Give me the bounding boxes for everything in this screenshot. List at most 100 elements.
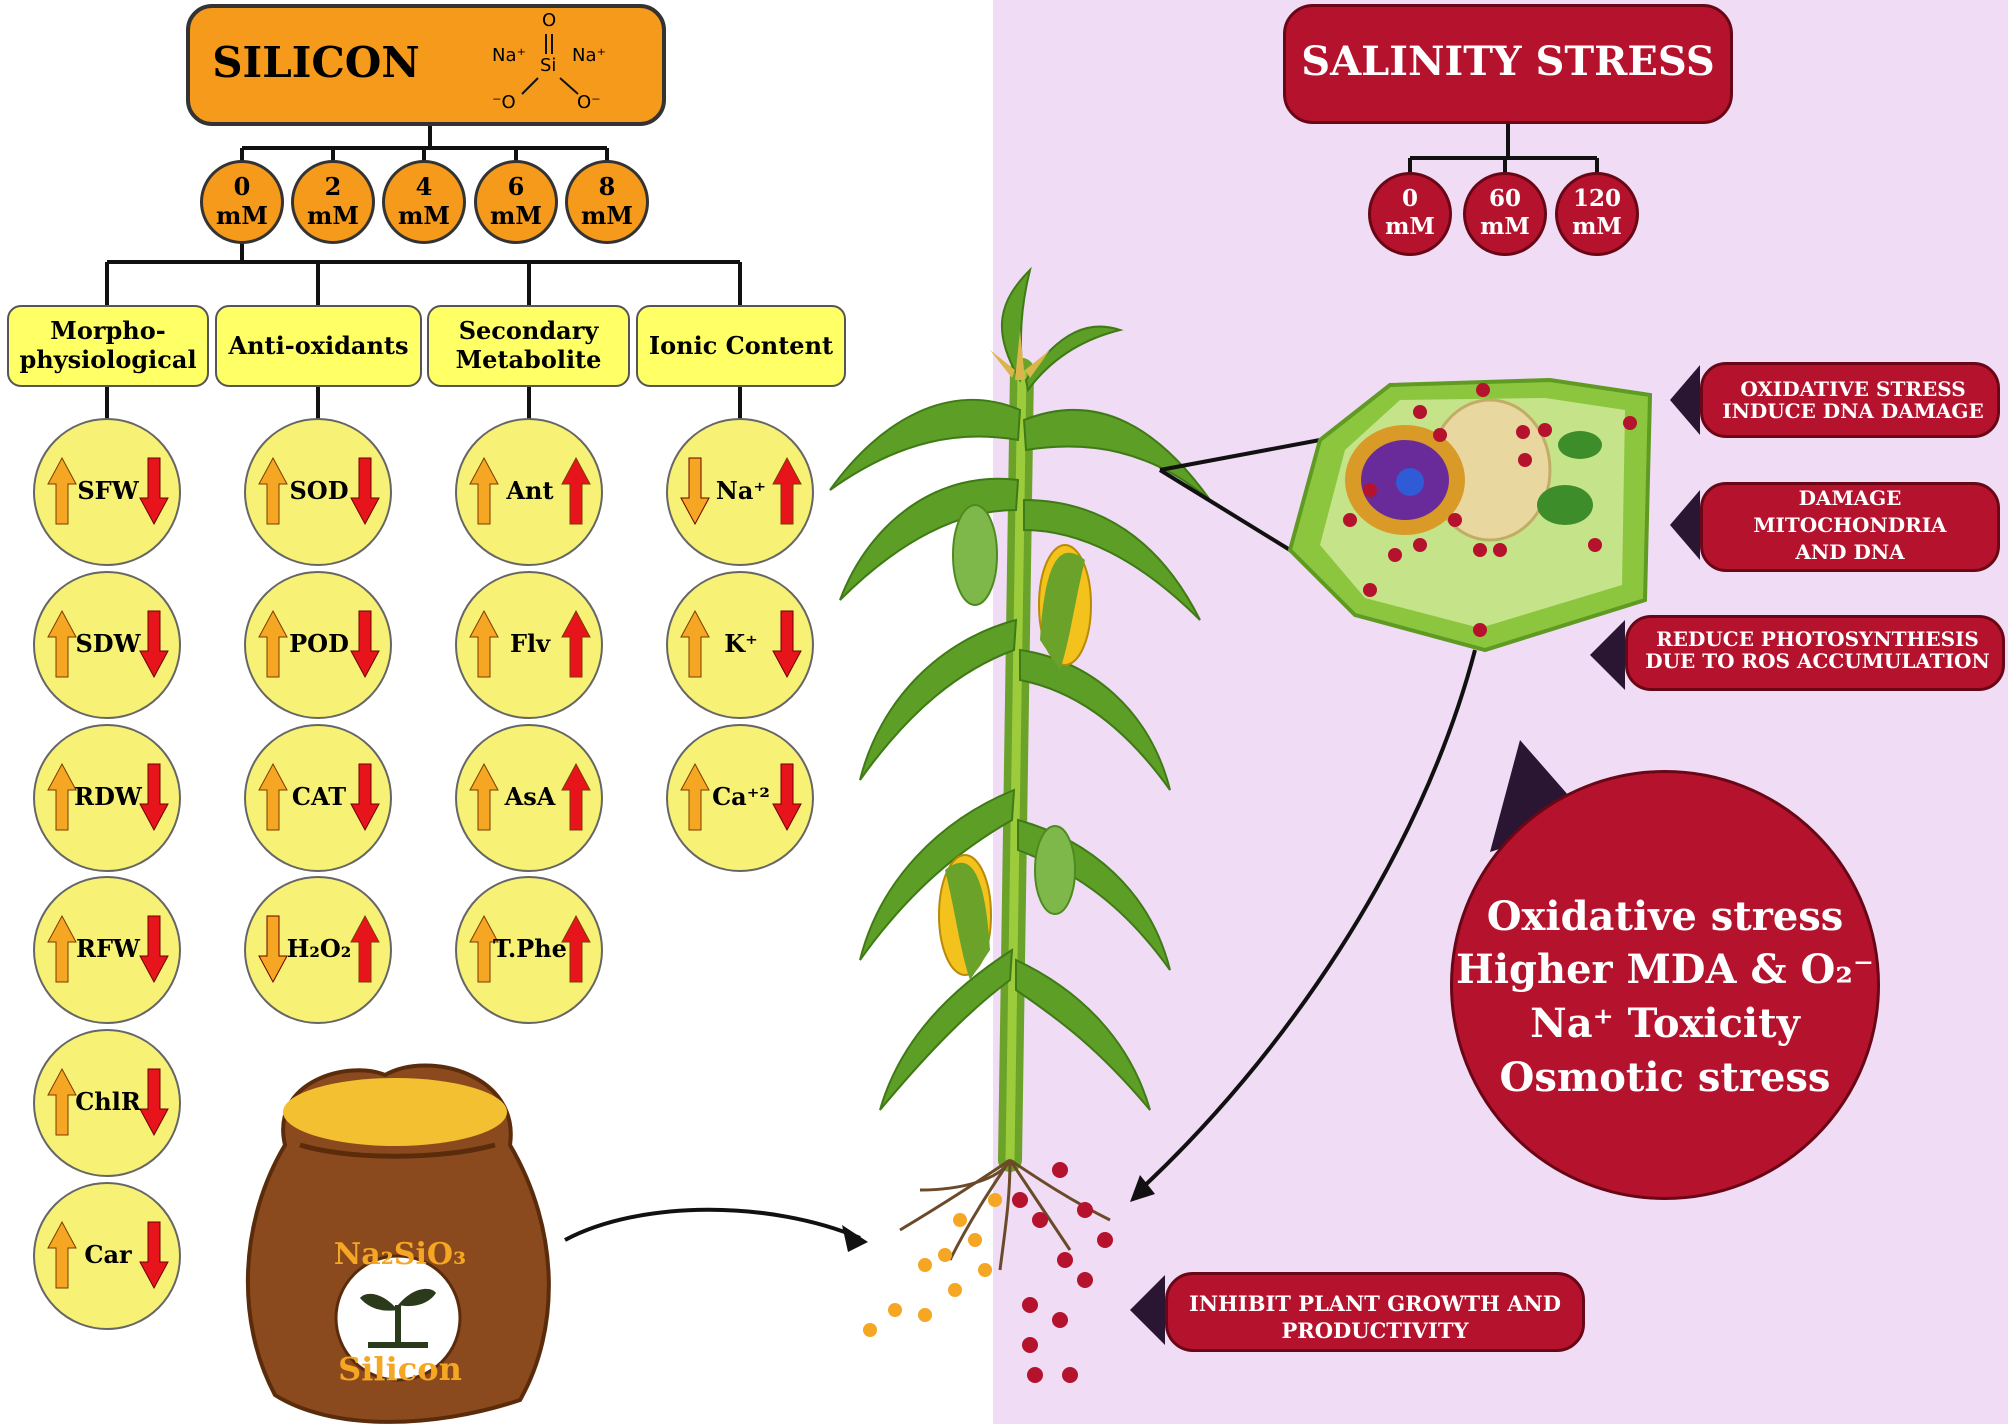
orange-up-arrow-icon (47, 456, 77, 530)
category-label: Secondary Metabolite (455, 316, 602, 374)
summary-line-na: Na⁺ Toxicity (1530, 1000, 1800, 1047)
category-box: Anti-oxidants (215, 305, 422, 387)
orange-up-arrow-icon (47, 762, 77, 836)
red-up-arrow-icon (561, 762, 591, 836)
silicon-dose-label: 4 mM (398, 172, 450, 230)
parameter-circle: Na⁺ (666, 418, 814, 566)
salinity-tree-lines (1408, 124, 1599, 174)
silicon-dose-circle: 4 mM (382, 160, 466, 244)
parameter-circle: CAT (244, 724, 392, 872)
parameter-label: Ant (506, 476, 554, 505)
parameter-label: POD (289, 629, 349, 658)
red-down-arrow-icon (139, 1067, 169, 1141)
orange-up-arrow-icon (680, 609, 710, 683)
effect-text-dna-damage: OXIDATIVE STRESS INDUCE DNA DAMAGE (1722, 377, 1984, 423)
parameter-label: RDW (74, 782, 142, 811)
maize-plant-illustration (829, 266, 1211, 1383)
silicon-bag-illustration (245, 1063, 551, 1424)
category-box: Ionic Content (636, 305, 846, 387)
red-up-arrow-icon (772, 456, 802, 530)
orange-down-arrow-icon (258, 914, 288, 988)
salt-particles (1012, 1162, 1113, 1383)
salinity-dose-circle: 60 mM (1463, 172, 1547, 256)
red-up-arrow-icon (561, 914, 591, 988)
orange-up-arrow-icon (469, 762, 499, 836)
category-box: Secondary Metabolite (427, 305, 630, 387)
orange-up-arrow-icon (469, 456, 499, 530)
orange-up-arrow-icon (47, 914, 77, 988)
silicon-header (186, 4, 666, 126)
parameter-circle: POD (244, 571, 392, 719)
parameter-circle: SDW (33, 571, 181, 719)
salinity-dose-circle: 120 mM (1555, 172, 1639, 256)
inhibit-text: INHIBIT PLANT GROWTH AND PRODUCTIVITY (1189, 1291, 1561, 1344)
silicon-dose-label: 0 mM (216, 172, 268, 230)
red-down-arrow-icon (139, 456, 169, 530)
parameter-label: AsA (504, 782, 556, 811)
orange-up-arrow-icon (47, 609, 77, 683)
red-down-arrow-icon (350, 456, 380, 530)
category-label: Ionic Content (648, 330, 834, 360)
summary-circle (1450, 770, 1880, 1200)
effect-text-mitochondria: DAMAGE MITOCHONDRIA AND DNA (1753, 486, 1947, 564)
roots (899, 1158, 1111, 1271)
parameter-label: H₂O₂ (286, 934, 352, 963)
salinity-title: SALINITY STRESS (1301, 38, 1715, 85)
parameter-circle: T.Phe (455, 876, 603, 1024)
parameter-label: SDW (75, 629, 141, 658)
orange-down-arrow-icon (680, 456, 710, 530)
red-down-arrow-icon (139, 1220, 169, 1294)
effect-text-photosynthesis: REDUCE PHOTOSYNTHESIS DUE TO ROS ACCUMUL… (1645, 627, 1990, 673)
red-down-arrow-icon (139, 762, 169, 836)
orange-up-arrow-icon (47, 1067, 77, 1141)
red-down-arrow-icon (139, 609, 169, 683)
silicon-dose-label: 8 mM (581, 172, 633, 230)
red-down-arrow-icon (772, 762, 802, 836)
orange-up-arrow-icon (258, 762, 288, 836)
bag-label: Silicon (338, 1350, 462, 1388)
parameter-label: T.Phe (493, 934, 567, 963)
parameter-label: ChlR (75, 1087, 141, 1116)
silicon-dose-circle: 0 mM (200, 160, 284, 244)
parameter-circle: Flv (455, 571, 603, 719)
parameter-circle: RDW (33, 724, 181, 872)
parameter-label: SOD (289, 476, 349, 505)
parameter-circle: SOD (244, 418, 392, 566)
orange-up-arrow-icon (258, 609, 288, 683)
effect-label-mitochondria (1700, 482, 2000, 572)
silicon-particles (863, 1193, 1002, 1337)
red-up-arrow-icon (561, 609, 591, 683)
summary-line-oxidative: Oxidative stress (1486, 893, 1844, 940)
orange-up-arrow-icon (469, 609, 499, 683)
salinity-dose-label: 0 mM (1385, 185, 1435, 240)
salinity-dose-label: 60 mM (1480, 185, 1530, 240)
red-down-arrow-icon (139, 914, 169, 988)
parameter-circle: SFW (33, 418, 181, 566)
parameter-circle: AsA (455, 724, 603, 872)
orange-up-arrow-icon (680, 762, 710, 836)
red-up-arrow-icon (350, 914, 380, 988)
corn-cobs (938, 504, 1092, 980)
red-down-arrow-icon (772, 609, 802, 683)
silicon-dose-circle: 6 mM (474, 160, 558, 244)
silicon-title: SILICON (212, 38, 420, 87)
sodium-silicate-structure: O Na⁺ Si Na⁺ ⁻O O⁻ (492, 10, 606, 113)
parameter-label: Car (84, 1240, 132, 1269)
silicon-dose-circle: 2 mM (291, 160, 375, 244)
parameter-label: Ca⁺² (712, 782, 770, 811)
silicon-dose-circle: 8 mM (565, 160, 649, 244)
category-label: Morpho-physiological (19, 316, 197, 374)
parameter-circle: Car (33, 1182, 181, 1330)
effect-label-dna-damage (1700, 362, 2000, 438)
orange-up-arrow-icon (47, 1220, 77, 1294)
salinity-dose-label: 120 mM (1572, 185, 1622, 240)
effect-label-photosynthesis (1625, 615, 2005, 691)
parameter-circle: Ant (455, 418, 603, 566)
parameter-label: Flv (509, 629, 551, 658)
parameter-label: CAT (291, 782, 347, 811)
parameter-label: SFW (77, 476, 139, 505)
parameter-circle: H₂O₂ (244, 876, 392, 1024)
red-down-arrow-icon (350, 762, 380, 836)
